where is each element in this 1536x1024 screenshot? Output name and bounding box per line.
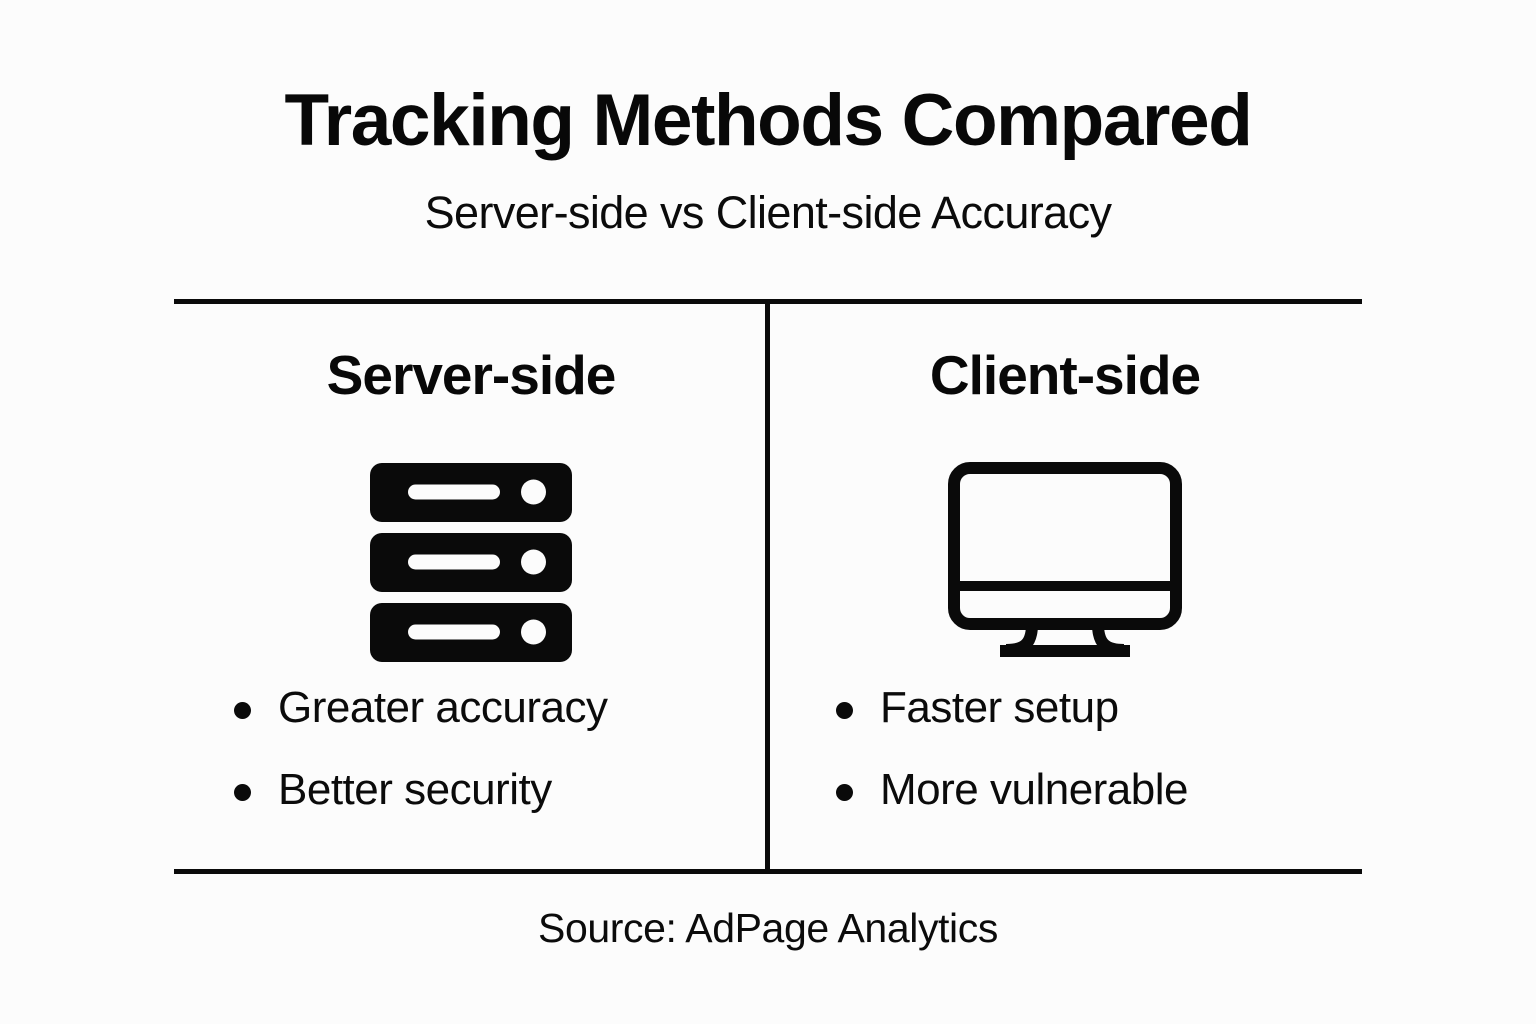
column-heading-client-side: Client-side	[929, 344, 1201, 406]
server-slot-icon	[408, 484, 500, 500]
list-item: Faster setup	[828, 686, 1362, 730]
column-heading-server-side: Server-side	[326, 344, 617, 406]
column-server-side: Server-side	[174, 304, 768, 869]
server-slot-icon	[408, 554, 500, 570]
list-item: Better security	[226, 768, 768, 812]
server-led-icon	[521, 479, 546, 505]
comparison-columns: Server-side	[174, 304, 1362, 869]
server-slot-icon	[408, 624, 500, 640]
page-title: Tracking Methods Compared	[284, 80, 1253, 161]
server-unit-top	[370, 462, 572, 522]
bullet-list-client-side: Faster setup More vulnerable	[768, 686, 1362, 812]
server-unit-bottom	[370, 602, 572, 662]
page-subtitle: Server-side vs Client-side Accuracy	[424, 187, 1112, 238]
server-unit-middle	[370, 532, 572, 592]
server-icon-container	[174, 456, 768, 668]
server-rack-icon	[370, 462, 572, 662]
desktop-monitor-icon	[948, 462, 1182, 657]
server-led-icon	[521, 549, 546, 575]
divider-bottom	[174, 869, 1362, 874]
header-block: Tracking Methods Compared Server-side vs…	[0, 84, 1536, 235]
monitor-icon-container	[768, 456, 1362, 668]
server-led-icon	[521, 619, 546, 645]
bullet-list-server-side: Greater accuracy Better security	[174, 686, 768, 812]
list-item: More vulnerable	[828, 768, 1362, 812]
divider-top	[174, 299, 1362, 304]
column-client-side: Client-side Faster setup More vulnerable	[768, 304, 1362, 869]
list-item: Greater accuracy	[226, 686, 768, 730]
source-caption: Source: AdPage Analytics	[538, 905, 998, 951]
divider-vertical	[765, 304, 770, 869]
